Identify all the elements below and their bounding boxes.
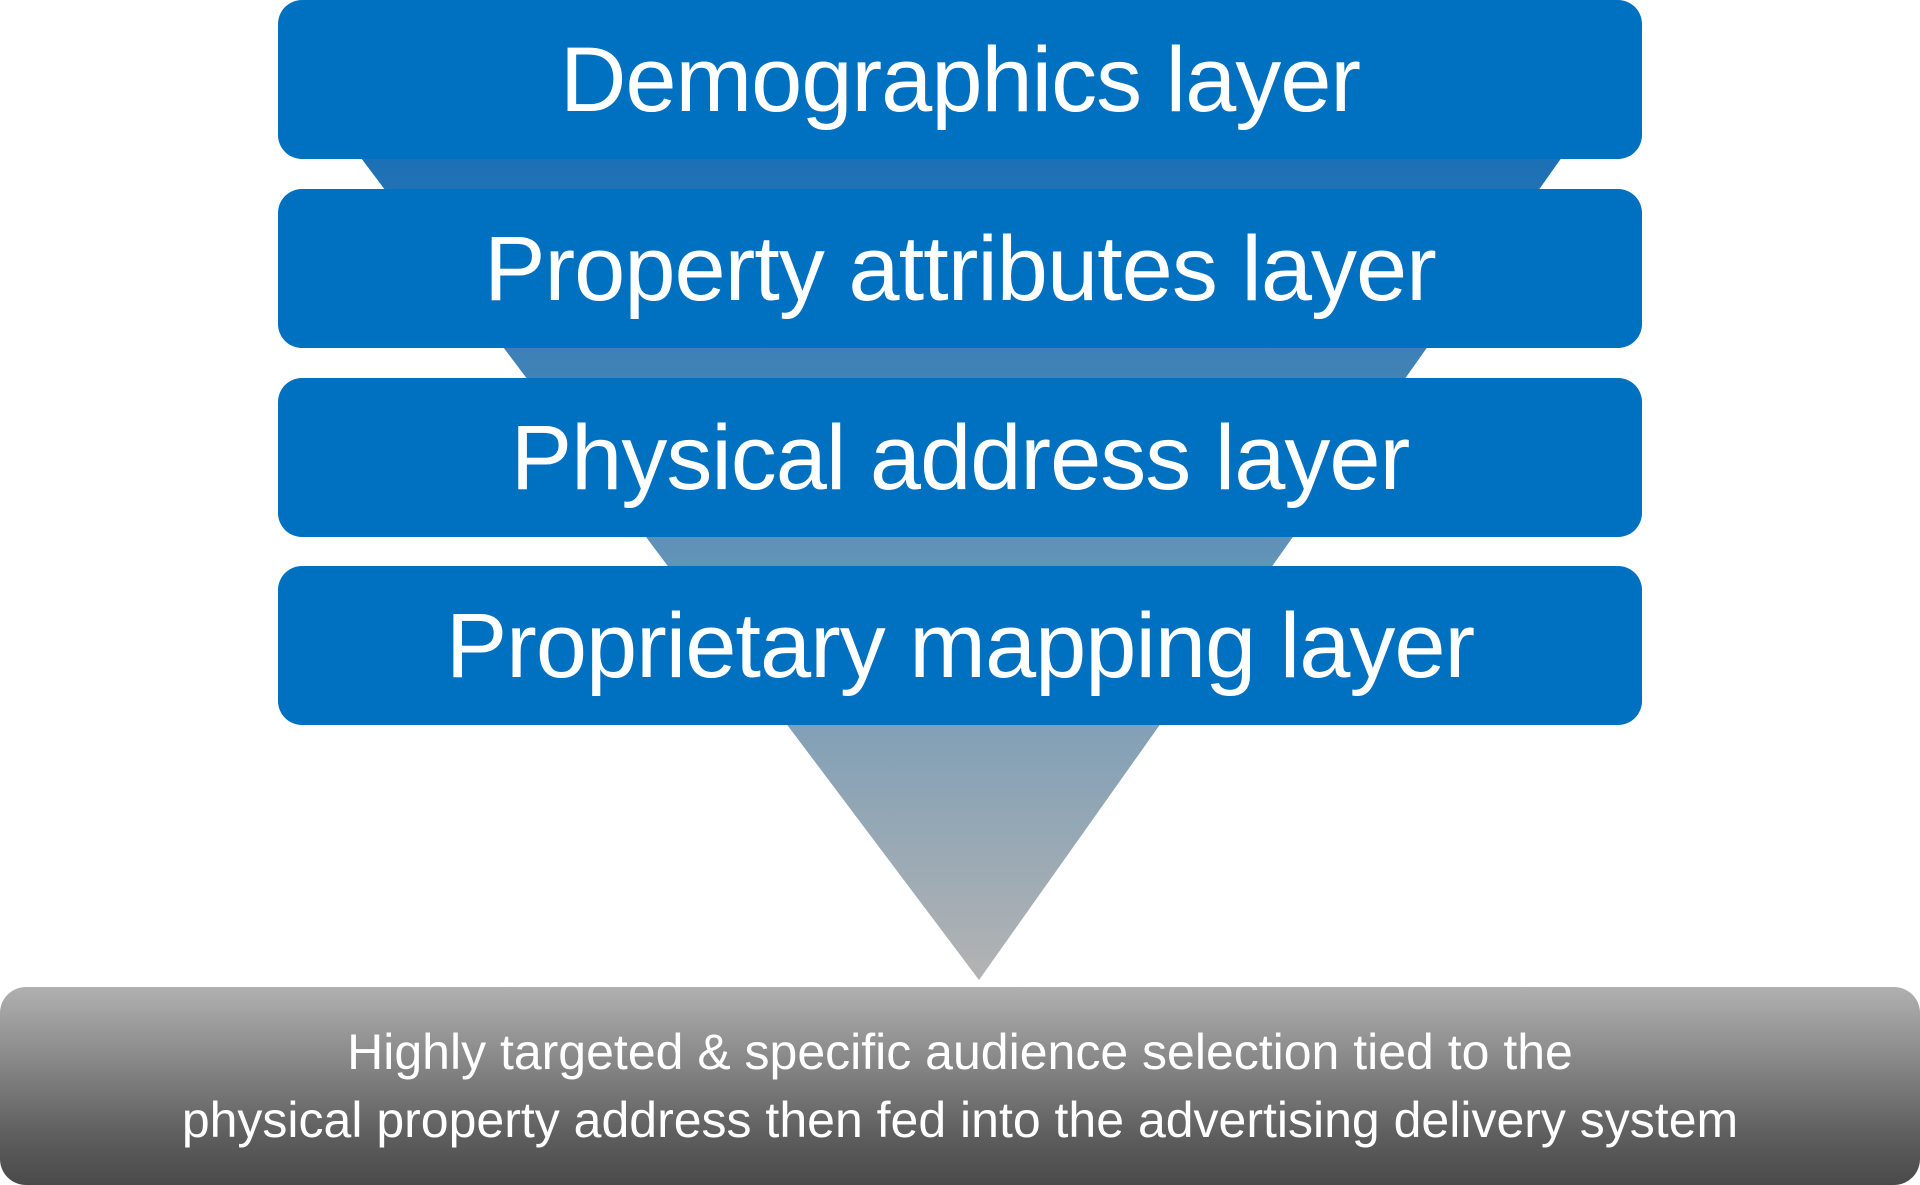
funnel-shape	[355, 150, 1567, 980]
layer-label: Proprietary mapping layer	[445, 594, 1475, 697]
result-text-line-2: physical property address then fed into …	[181, 1092, 1739, 1148]
result-text-line-1: Highly targeted & specific audience sele…	[347, 1024, 1573, 1080]
demographics-layer-box: Demographics layer	[278, 0, 1642, 159]
layer-label: Physical address layer	[510, 406, 1410, 509]
property-attributes-layer-box: Property attributes layer	[278, 189, 1642, 348]
physical-address-layer-box: Physical address layer	[278, 378, 1642, 537]
layer-label: Property attributes layer	[484, 217, 1437, 320]
result-box: Highly targeted & specific audience sele…	[0, 987, 1920, 1185]
proprietary-mapping-layer-box: Proprietary mapping layer	[278, 566, 1642, 725]
layer-label: Demographics layer	[559, 28, 1361, 131]
